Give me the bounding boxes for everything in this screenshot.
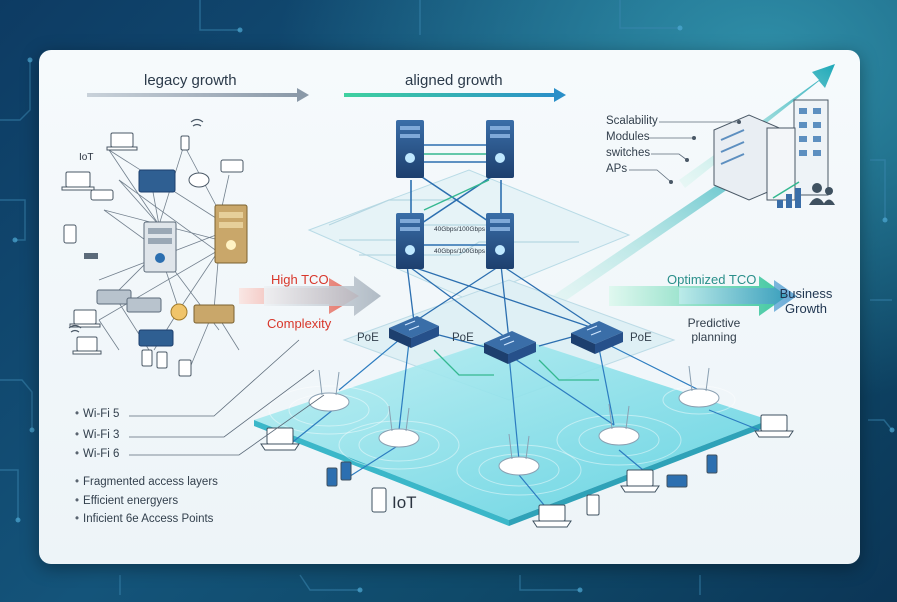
laptop-2 bbox=[532, 504, 572, 528]
poe-switch-center bbox=[484, 331, 536, 364]
legacy-growth-label: legacy growth bbox=[144, 72, 237, 89]
iot-label-left: IoT bbox=[79, 152, 94, 163]
core-switch-tl bbox=[396, 120, 424, 178]
high-tco-arrow bbox=[239, 276, 381, 316]
core-switch-tr bbox=[486, 120, 514, 178]
core-switch-bl bbox=[396, 213, 424, 269]
phone-2 bbox=[340, 461, 352, 481]
issue-item-1: Fragmented access layers bbox=[75, 476, 218, 488]
legacy-mesh bbox=[61, 118, 248, 377]
laptop-3 bbox=[620, 469, 660, 493]
diagram-panel: legacy growth aligned growth IoT High TC… bbox=[39, 50, 860, 564]
bar-chart-icon bbox=[772, 181, 801, 208]
business-growth-label: Business Growth bbox=[779, 286, 833, 316]
laptop-1 bbox=[260, 427, 300, 451]
right-item-aps: APs bbox=[606, 163, 628, 175]
issue-item-2: Efficient energyers bbox=[75, 495, 178, 507]
poe-switch-left bbox=[389, 316, 439, 348]
core-link-label-2: 40Gbps/100Gbps bbox=[434, 248, 485, 255]
predictive-planning-label: Predictive planning bbox=[687, 316, 741, 344]
distribution-links bbox=[406, 264, 600, 349]
right-item-scalability: Scalability bbox=[606, 115, 658, 127]
people-icon bbox=[809, 183, 835, 205]
phone-1 bbox=[326, 467, 338, 487]
access-platform bbox=[254, 335, 769, 526]
wifi-item-2: Wi-Fi 3 bbox=[75, 429, 119, 441]
buildings-icon bbox=[713, 99, 829, 201]
aligned-growth-label: aligned growth bbox=[405, 72, 503, 89]
core-link-label-1: 40Gbps/100Gbps bbox=[434, 226, 485, 233]
poe-label-left: PoE bbox=[357, 332, 379, 344]
access-point-1 bbox=[308, 369, 350, 412]
iot-device-bottom bbox=[371, 487, 387, 513]
core-switch-br bbox=[486, 213, 514, 269]
core-platform bbox=[307, 169, 631, 301]
access-point-5 bbox=[678, 365, 720, 408]
diagram-canvas bbox=[61, 64, 835, 528]
issue-item-3: Inficient 6e Access Points bbox=[75, 513, 213, 525]
right-item-modules: Modules bbox=[606, 131, 650, 143]
iot-label-bottom: IoT bbox=[392, 493, 417, 512]
legacy-growth-arrow bbox=[87, 88, 309, 102]
complexity-label: Complexity bbox=[267, 316, 332, 331]
poe-label-center: PoE bbox=[452, 332, 474, 344]
aligned-growth-arrow bbox=[344, 88, 566, 102]
access-point-4 bbox=[598, 403, 640, 446]
high-tco-label: High TCO bbox=[271, 272, 329, 287]
access-point-3 bbox=[498, 433, 540, 476]
laptop-4 bbox=[754, 414, 794, 438]
optimized-tco-arrow bbox=[609, 276, 797, 316]
poe-label-right: PoE bbox=[630, 332, 652, 344]
phone-4 bbox=[706, 454, 718, 474]
poe-switch-right bbox=[571, 321, 623, 354]
phone-3 bbox=[666, 474, 688, 488]
right-item-switches: switches bbox=[606, 147, 651, 159]
wifi-item-3: Wi-Fi 6 bbox=[75, 448, 119, 460]
optimized-tco-label: Optimized TCO bbox=[667, 272, 757, 287]
wifi-item-1: Wi-Fi 5 bbox=[75, 408, 119, 420]
tablet-1 bbox=[586, 494, 600, 516]
access-point-2 bbox=[378, 405, 420, 448]
